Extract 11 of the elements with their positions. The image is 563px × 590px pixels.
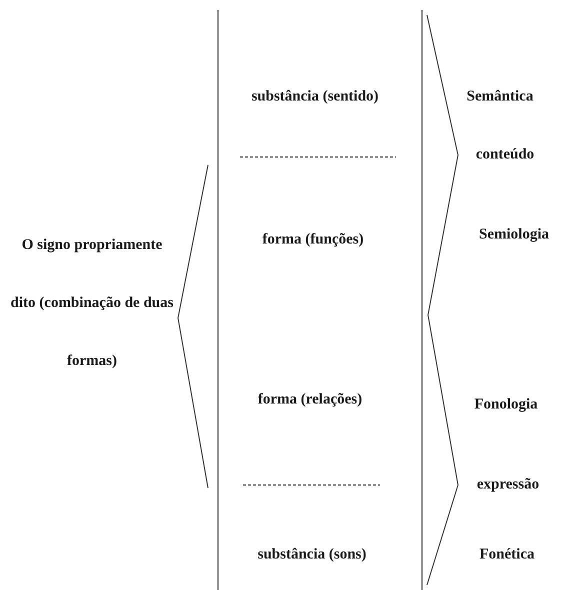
term-label: substância (sentido): [251, 88, 379, 106]
discipline-label: Semântica: [466, 88, 534, 106]
term-label: forma (funções): [262, 232, 364, 248]
plane-label: conteúdo: [476, 146, 534, 164]
term-label: forma (relações): [258, 392, 362, 408]
discipline-label: Semiologia: [479, 226, 549, 244]
sign-description: O signo propriamente dito (combinação de duas formas): [10, 236, 174, 371]
discipline-label: Fonologia: [474, 396, 538, 414]
plane-label: expressão: [476, 476, 540, 494]
discipline-label: Fonética: [480, 546, 534, 564]
term-label: substância (sons): [258, 546, 366, 564]
